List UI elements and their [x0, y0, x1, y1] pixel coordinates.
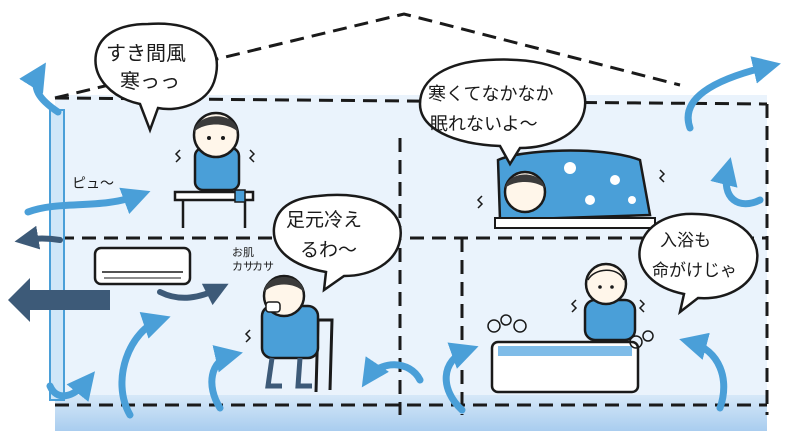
speech-bubble-draft: すき間風 寒っっ — [94, 22, 219, 134]
draft-arrow-icon — [24, 187, 151, 216]
draft-arrow-icon — [679, 332, 728, 412]
person-in-futon — [494, 149, 656, 229]
steam-icon — [487, 314, 654, 349]
draft-arrow-icon — [442, 342, 479, 414]
svg-text:命がけじゃ: 命がけじゃ — [652, 261, 737, 281]
svg-text:寒っっ: 寒っっ — [120, 69, 180, 93]
flower-pattern-icon — [564, 162, 636, 205]
svg-text:カサ: カサ — [232, 260, 254, 273]
shiver-marks — [174, 149, 666, 343]
svg-text:お肌: お肌 — [232, 246, 254, 259]
draft-arrow-icon — [19, 62, 62, 116]
face-mask-icon — [265, 301, 281, 313]
svg-text:カサ: カサ — [252, 260, 274, 273]
elderly-person — [583, 262, 637, 342]
speech-bubble-cold-sleep: 寒くてなかなか 眠れないよ〜 — [418, 58, 587, 167]
seated-person — [260, 274, 334, 393]
heavy-arrow-icon — [8, 278, 110, 322]
person-at-desk — [173, 111, 255, 228]
cup-icon — [234, 189, 246, 203]
draft-arrow-icon — [118, 312, 171, 419]
draft-sound-effect: ピュ〜 — [72, 176, 114, 192]
air-conditioner — [93, 246, 192, 286]
svg-text:入浴も: 入浴も — [660, 231, 711, 251]
speech-bubble-cold-feet: 足元冷え るわ〜 — [272, 193, 402, 293]
dry-skin-label: お肌 カサ カサ — [232, 246, 274, 273]
draft-arrow-icon — [46, 371, 96, 402]
draft-arrow-icon — [684, 56, 781, 132]
bathtub — [487, 314, 654, 394]
speech-bubble-bath: 入浴も 命がけじゃ — [638, 212, 759, 316]
airflow-arrows — [19, 56, 781, 419]
draft-arrow-icon — [710, 157, 764, 208]
draft-arrow-icon — [361, 356, 424, 388]
floor — [55, 395, 767, 431]
cold-airflow — [8, 225, 229, 322]
window-frame — [49, 109, 65, 401]
svg-text:寒くてなかなか: 寒くてなかなか — [428, 84, 553, 105]
svg-text:眠れないよ〜: 眠れないよ〜 — [430, 114, 538, 135]
draft-arrow-icon — [208, 345, 243, 412]
svg-text:足元冷え: 足元冷え — [286, 209, 362, 231]
svg-text:すき間風: すき間風 — [106, 41, 186, 65]
svg-text:るわ〜: るわ〜 — [300, 239, 357, 261]
